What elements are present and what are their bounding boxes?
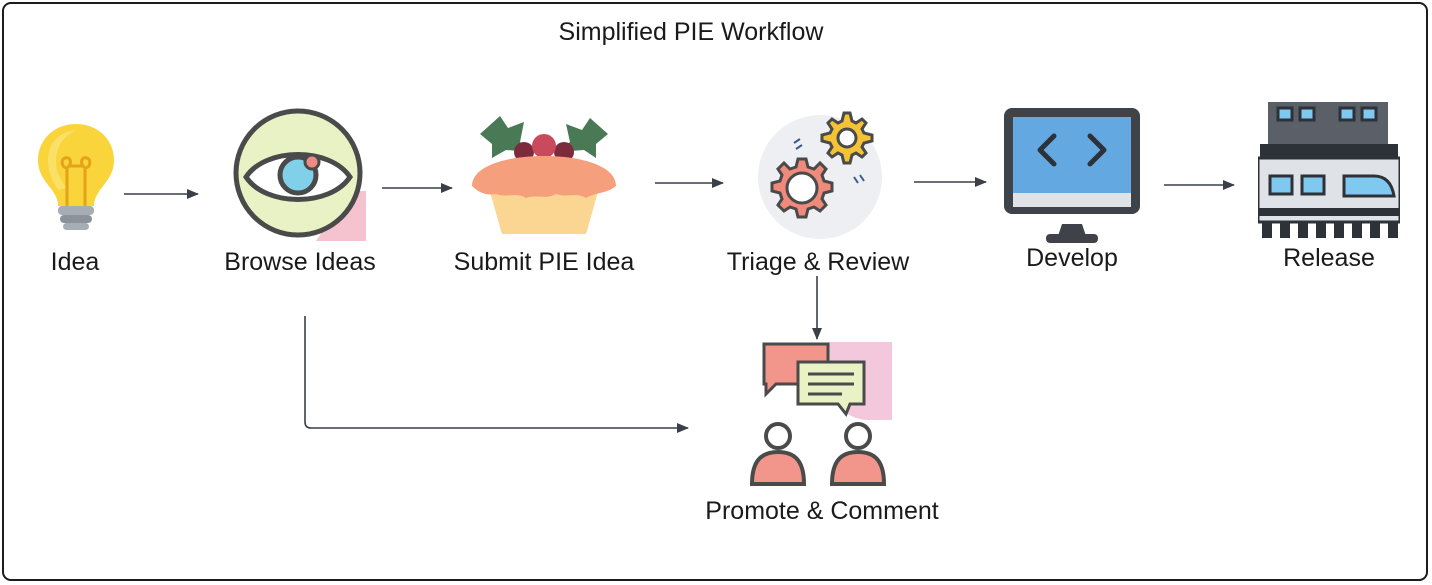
train-station-icon [1258, 102, 1400, 238]
pie-icon [472, 116, 616, 234]
step-label-release: Release [1283, 244, 1375, 272]
step-label-develop: Develop [1026, 244, 1118, 272]
step-label-idea: Idea [50, 248, 100, 276]
arrow-browse-to-promote [304, 316, 689, 433]
eye-icon [233, 108, 366, 241]
people-chat-icon [750, 342, 892, 486]
monitor-code-icon [1004, 108, 1140, 243]
step-label-submit: Submit PIE Idea [453, 248, 635, 276]
step-label-browse: Browse Ideas [224, 248, 376, 276]
diagram-title: Simplified PIE Workflow [558, 18, 824, 46]
step-label-promote: Promote & Comment [705, 497, 939, 525]
lightbulb-icon [38, 124, 114, 230]
step-label-triage: Triage & Review [726, 248, 910, 276]
gears-icon [758, 111, 882, 239]
